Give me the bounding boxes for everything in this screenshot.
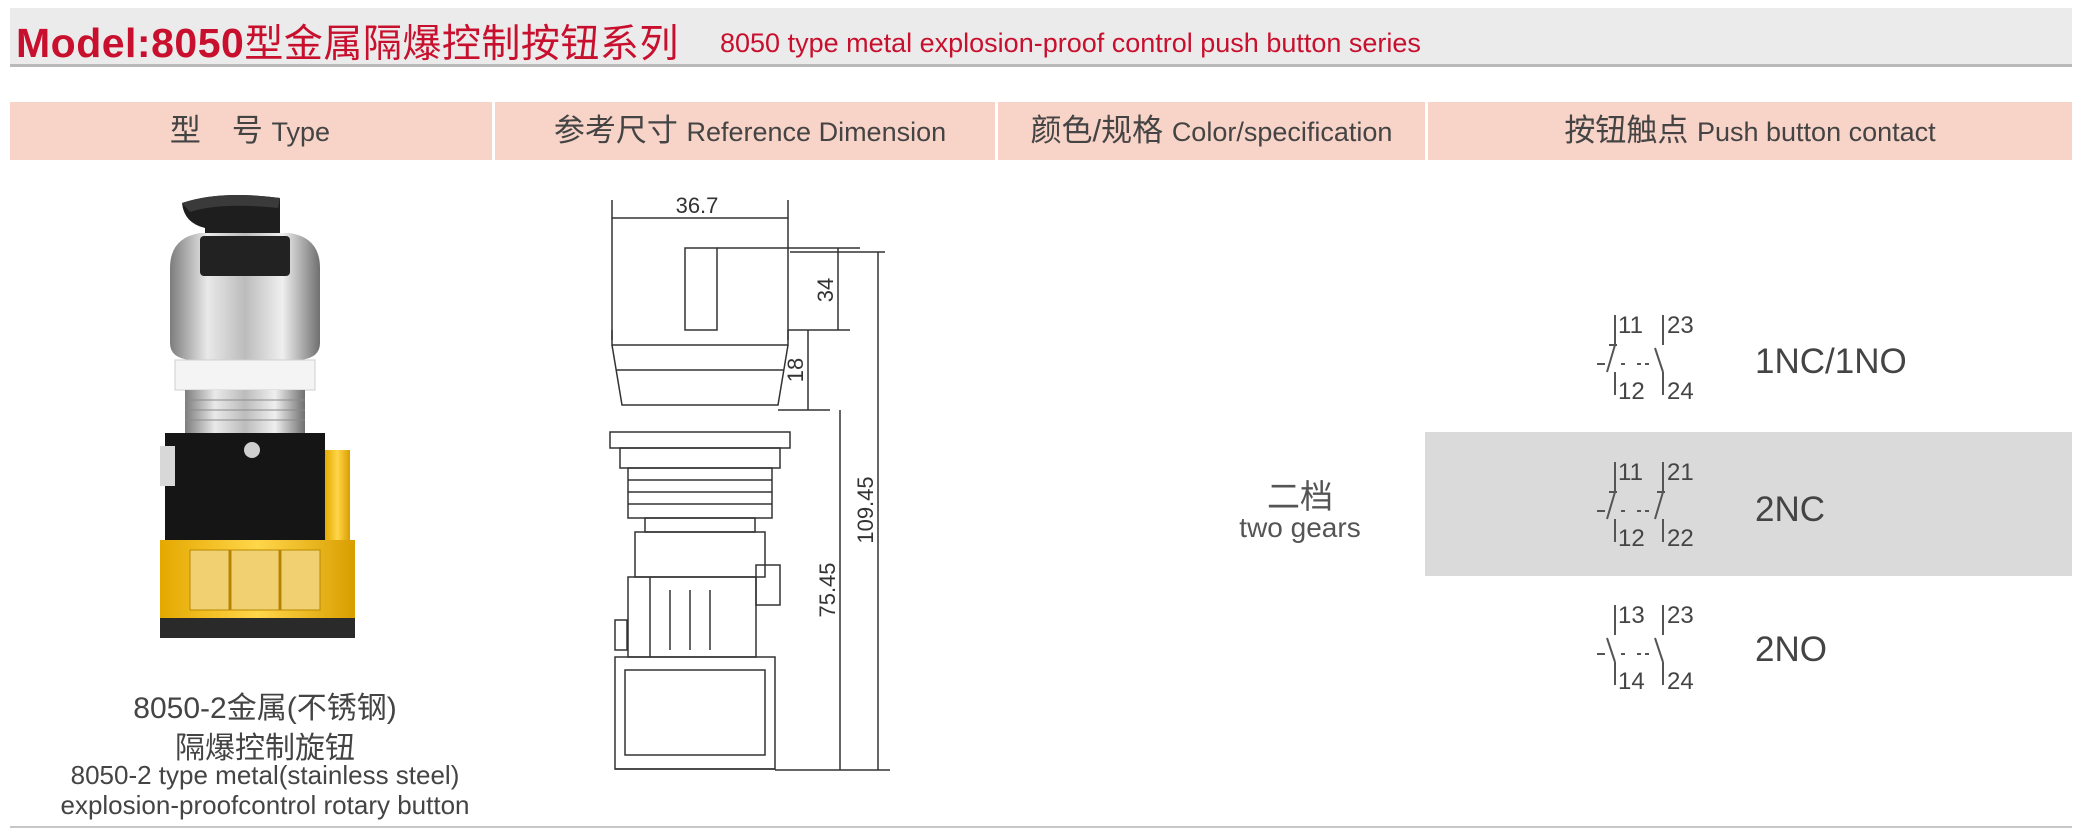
subtitle-en: 8050 type metal explosion-proof control …: [720, 28, 1421, 58]
model-title-cn: 型金属隔爆控制按钮系列: [244, 23, 679, 66]
contact-label-2no: 2NO: [1755, 630, 1827, 669]
header-dimension-cn: 参考尺寸: [553, 113, 678, 148]
bottom-divider: [10, 826, 2072, 828]
contact-label-1nc1no: 1NC/1NO: [1755, 342, 1907, 381]
product-photo: [160, 194, 355, 638]
pin-label: 12: [1618, 525, 1645, 552]
contact-symbol-2nc: 11 21 12 22: [1595, 447, 1725, 557]
pin-label: 24: [1667, 668, 1694, 695]
product-model: 8050-2金属(不锈钢): [133, 692, 397, 725]
header-divider: [492, 102, 495, 160]
gear-count-en: two gears: [1239, 512, 1361, 543]
pin-label: 23: [1667, 312, 1694, 339]
dim-knob-height: 34: [813, 278, 838, 302]
dim-cap-height: 18: [783, 358, 808, 382]
product-name-en-2: explosion-proofcontrol rotary button: [60, 790, 470, 820]
pin-label: 21: [1667, 459, 1694, 486]
dimension-drawing: 36.7 34 18 109.45 75.45: [609, 193, 890, 771]
header-contact-cn: 按钮触点: [1564, 113, 1689, 148]
contact-label-2nc: 2NC: [1755, 490, 1826, 529]
pin-label: 11: [1618, 312, 1643, 339]
dim-body-height: 75.45: [815, 562, 840, 617]
contact-row-highlight: [1425, 432, 2072, 576]
pin-label: 14: [1618, 668, 1645, 695]
pin-label: 22: [1667, 525, 1694, 552]
title-bar: [10, 8, 2072, 67]
model-prefix: Model:8050: [16, 20, 245, 66]
pin-label: 13: [1618, 602, 1645, 629]
header-contact-en: Push button contact: [1696, 117, 1936, 147]
product-name-cn: 隔爆控制旋钮: [175, 732, 355, 765]
header-dimension: 参考尺寸 Reference Dimension: [495, 102, 1005, 160]
header-dimension-en: Reference Dimension: [686, 117, 947, 147]
pin-label: 11: [1618, 459, 1643, 486]
page-title: Model:8050型金属隔爆控制按钮系列: [16, 13, 679, 69]
dim-total-height: 109.45: [853, 476, 878, 543]
table-header: 型 号 Type 参考尺寸 Reference Dimension 颜色/规格 …: [10, 102, 2072, 160]
contact-symbol-1nc1no: 11 23 12 24: [1595, 300, 1725, 410]
product-name-en-1: 8050-2 type metal(stainless steel): [70, 760, 460, 790]
header-type: 型 号 Type: [10, 102, 490, 160]
header-divider: [1425, 102, 1428, 160]
pin-label: 23: [1667, 602, 1694, 629]
pin-label: 12: [1618, 378, 1645, 405]
header-color-cn: 颜色/规格: [1030, 113, 1164, 148]
header-contact: 按钮触点 Push button contact: [1428, 102, 2072, 160]
header-type-en: Type: [271, 117, 331, 147]
gear-count-cn: 二档: [1267, 478, 1333, 515]
header-divider: [995, 102, 998, 160]
header-color: 颜色/规格 Color/specification: [998, 102, 1425, 160]
header-type-cn: 型 号: [169, 113, 263, 148]
dim-width: 36.7: [676, 193, 719, 218]
pin-label: 24: [1667, 378, 1694, 405]
contact-symbol-2no: 13 23 14 24: [1595, 590, 1725, 700]
header-color-en: Color/specification: [1171, 117, 1393, 147]
